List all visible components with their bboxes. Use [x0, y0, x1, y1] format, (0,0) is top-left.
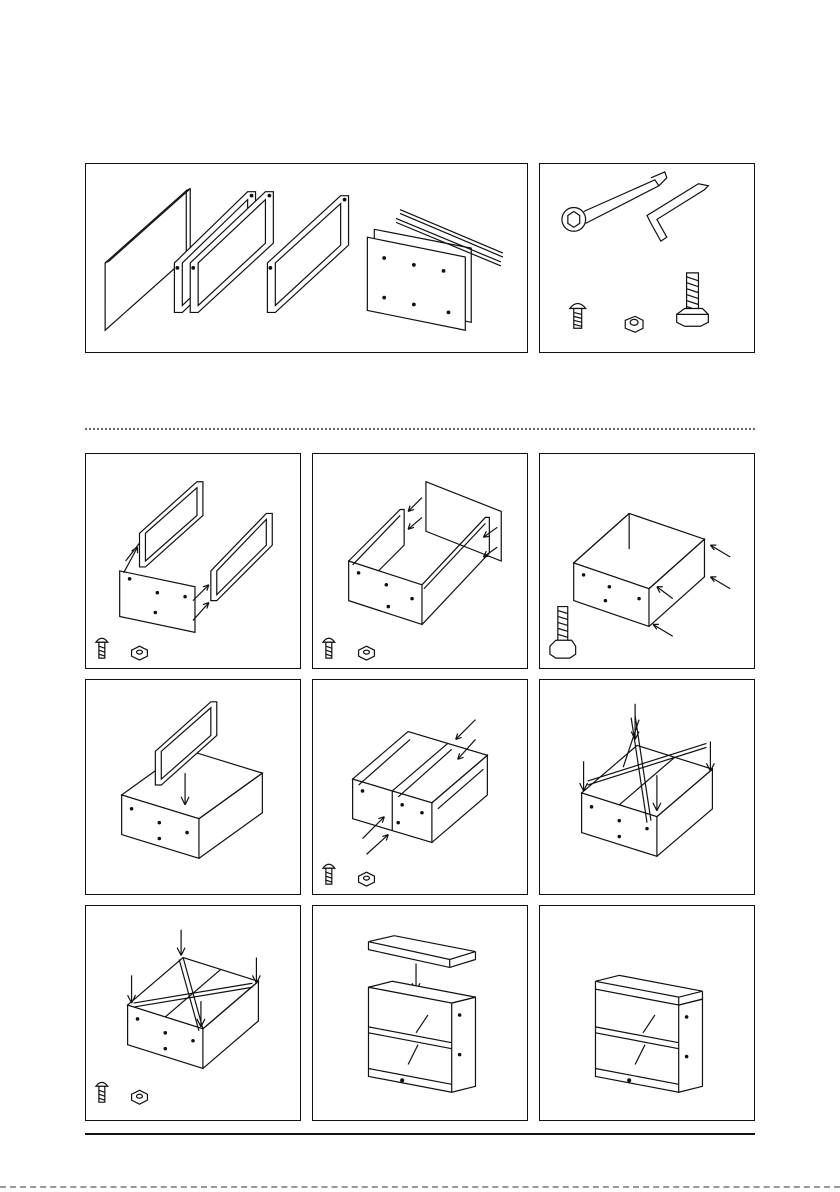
step-5-panel: [312, 679, 528, 895]
nut-icon: [625, 316, 643, 332]
frame-box: [574, 513, 705, 626]
nut-icon: [132, 1090, 148, 1104]
arrow-icon: [580, 761, 588, 791]
arrow-icon: [710, 577, 730, 589]
screw-icon: [96, 638, 108, 658]
arrow-icon: [706, 741, 714, 771]
back-panel: [120, 571, 195, 632]
step-2-panel: [312, 453, 528, 669]
arrow-icon: [456, 720, 476, 740]
side-frame-right: [211, 513, 272, 600]
step-7-panel: [85, 905, 301, 1121]
step-8-panel: [312, 905, 528, 1121]
finished-cabinet: [595, 975, 702, 1092]
leveling-foot-icon: [550, 607, 576, 659]
arrow-icon: [408, 517, 422, 529]
screw-icon: [570, 304, 586, 329]
nut-icon: [132, 646, 148, 660]
hex-key-icon: [647, 184, 708, 241]
top-board: [368, 936, 475, 968]
parts-panel: [85, 163, 528, 353]
cabinet-body: [368, 981, 475, 1092]
nut-icon: [359, 646, 375, 660]
arrow-icon: [657, 587, 673, 599]
screw-icon: [323, 864, 335, 884]
screw-icon: [96, 1082, 108, 1102]
nut-icon: [359, 872, 375, 886]
divider-frame-part: [267, 196, 348, 313]
parts-illustration: [86, 164, 527, 352]
arrow-icon: [177, 930, 185, 956]
tools-panel: [539, 163, 755, 353]
arrow-icon: [653, 624, 673, 636]
arrow-icon: [408, 498, 422, 512]
page-edge-line: [0, 1186, 840, 1188]
frame-box: [128, 958, 259, 1069]
back-panel-part: [367, 229, 471, 330]
screw-icon: [323, 638, 335, 658]
section-divider: [85, 428, 755, 430]
step-3-panel: [539, 453, 755, 669]
frame-box: [122, 749, 263, 858]
step-9-panel: [539, 905, 755, 1121]
leveling-foot-icon: [677, 273, 709, 326]
footer-rule: [85, 1133, 755, 1135]
step-1-panel: [85, 453, 301, 669]
arrow-icon: [710, 545, 730, 557]
step-6-panel: [539, 679, 755, 895]
arrow-icon: [367, 835, 389, 855]
side-frame-left: [140, 482, 203, 567]
step-4-panel: [85, 679, 301, 895]
